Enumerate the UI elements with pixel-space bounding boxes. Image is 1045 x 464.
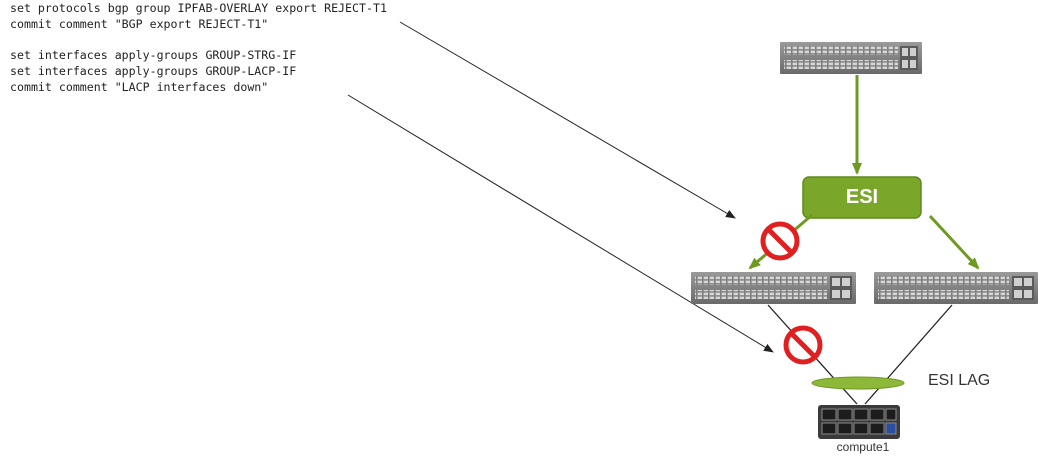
esi-label: ESI bbox=[845, 186, 879, 208]
no-entry-icon bbox=[783, 325, 823, 365]
command-line: commit comment "BGP export REJECT-T1" bbox=[10, 17, 269, 31]
command-block-interfaces: set interfaces apply-groups GROUP-STRG-I… bbox=[10, 47, 296, 95]
command-line: set interfaces apply-groups GROUP-LACP-I… bbox=[10, 64, 297, 78]
esi-lag-label: ESI LAG bbox=[928, 372, 991, 389]
switch-icon bbox=[874, 272, 1038, 304]
server-icon bbox=[818, 405, 900, 439]
command-line: set interfaces apply-groups GROUP-STRG-I… bbox=[10, 48, 297, 62]
esi-box bbox=[802, 176, 922, 219]
esi-lag-ellipse bbox=[811, 376, 905, 390]
command-line: set protocols bgp group IPFAB-OVERLAY ex… bbox=[10, 1, 387, 15]
pointer-arrow-lacp bbox=[347, 94, 774, 353]
arrow-icon bbox=[928, 214, 980, 270]
command-block-bgp: set protocols bgp group IPFAB-OVERLAY ex… bbox=[10, 0, 387, 32]
switch-icon bbox=[691, 272, 856, 304]
pointer-arrow-bgp bbox=[399, 21, 736, 219]
switch-icon bbox=[780, 42, 922, 74]
command-line: commit comment "LACP interfaces down" bbox=[10, 80, 269, 94]
host-label: compute1 bbox=[836, 440, 890, 454]
no-entry-icon bbox=[760, 221, 800, 261]
